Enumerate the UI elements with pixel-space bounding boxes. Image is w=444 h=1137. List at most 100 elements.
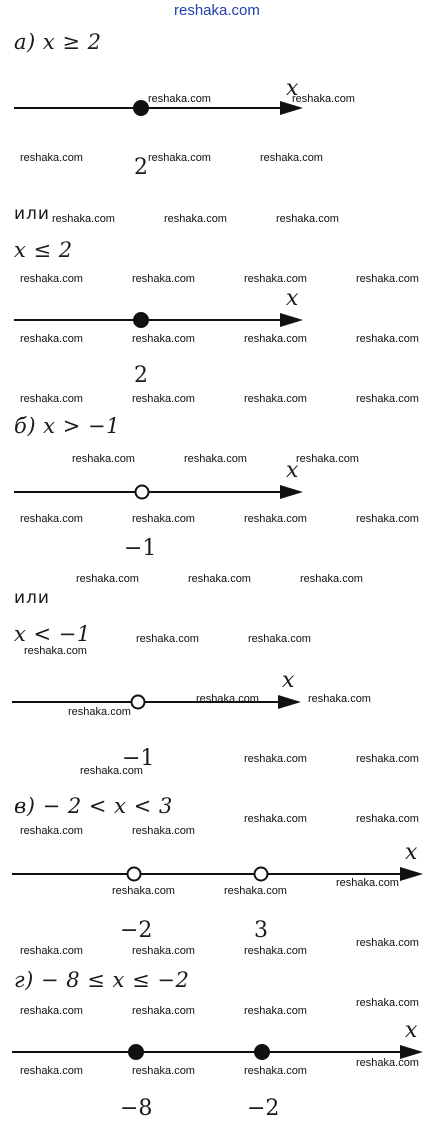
watermark: reshaka.com bbox=[244, 1005, 307, 1017]
watermark: reshaka.com bbox=[336, 877, 399, 889]
watermark: reshaka.com bbox=[132, 1065, 195, 1077]
number-line-b-alt bbox=[12, 694, 301, 710]
site-title[interactable]: reshaka.com bbox=[174, 2, 260, 19]
point-marker-filled bbox=[128, 1044, 144, 1060]
point-marker-filled bbox=[133, 100, 149, 116]
part-b-heading: б) x > −1 bbox=[14, 414, 120, 438]
watermark: reshaka.com bbox=[24, 645, 87, 657]
watermark: reshaka.com bbox=[132, 945, 195, 957]
watermark: reshaka.com bbox=[356, 513, 419, 525]
axis-arrow bbox=[280, 313, 303, 327]
or-label: или bbox=[14, 204, 50, 224]
part-v-heading: в) − 2 < x < 3 bbox=[14, 794, 173, 818]
part-b-alt-heading: x < −1 bbox=[14, 622, 91, 646]
watermark: reshaka.com bbox=[356, 1057, 419, 1069]
point-marker-open bbox=[253, 866, 269, 882]
watermark: reshaka.com bbox=[20, 1065, 83, 1077]
watermark: reshaka.com bbox=[196, 693, 259, 705]
axis-arrow bbox=[280, 485, 303, 499]
point-label: −2 bbox=[247, 1096, 280, 1121]
watermark: reshaka.com bbox=[356, 997, 419, 1009]
number-line-a bbox=[14, 100, 303, 116]
part-a-alt-heading: x ≤ 2 bbox=[14, 238, 73, 262]
watermark: reshaka.com bbox=[244, 333, 307, 345]
axis-variable-label: x bbox=[286, 286, 299, 311]
watermark: reshaka.com bbox=[244, 945, 307, 957]
watermark: reshaka.com bbox=[356, 753, 419, 765]
part-g-heading: г) − 8 ≤ x ≤ −2 bbox=[14, 968, 190, 992]
watermark: reshaka.com bbox=[112, 885, 175, 897]
watermark: reshaka.com bbox=[300, 573, 363, 585]
watermark: reshaka.com bbox=[244, 753, 307, 765]
or-label: или bbox=[14, 588, 50, 608]
watermark: reshaka.com bbox=[136, 633, 199, 645]
watermark: reshaka.com bbox=[276, 213, 339, 225]
watermark: reshaka.com bbox=[132, 513, 195, 525]
part-a-heading: а) x ≥ 2 bbox=[14, 30, 102, 54]
watermark: reshaka.com bbox=[132, 393, 195, 405]
watermark: reshaka.com bbox=[260, 152, 323, 164]
point-label: 2 bbox=[134, 155, 148, 180]
watermark: reshaka.com bbox=[20, 825, 83, 837]
watermark: reshaka.com bbox=[292, 93, 355, 105]
watermark: reshaka.com bbox=[148, 93, 211, 105]
watermark: reshaka.com bbox=[356, 393, 419, 405]
watermark: reshaka.com bbox=[20, 393, 83, 405]
watermark: reshaka.com bbox=[248, 633, 311, 645]
watermark: reshaka.com bbox=[244, 513, 307, 525]
watermark: reshaka.com bbox=[20, 945, 83, 957]
point-label: −8 bbox=[120, 1096, 153, 1121]
watermark: reshaka.com bbox=[164, 213, 227, 225]
watermark: reshaka.com bbox=[20, 1005, 83, 1017]
axis-arrow bbox=[278, 695, 301, 709]
watermark: reshaka.com bbox=[72, 453, 135, 465]
watermark: reshaka.com bbox=[244, 813, 307, 825]
watermark: reshaka.com bbox=[244, 273, 307, 285]
watermark: reshaka.com bbox=[356, 273, 419, 285]
watermark: reshaka.com bbox=[308, 693, 371, 705]
watermark: reshaka.com bbox=[20, 152, 83, 164]
watermark: reshaka.com bbox=[132, 1005, 195, 1017]
watermark: reshaka.com bbox=[20, 513, 83, 525]
point-marker-filled bbox=[254, 1044, 270, 1060]
axis-variable-label: x bbox=[282, 668, 295, 693]
point-label: −1 bbox=[122, 746, 155, 771]
axis-variable-label: x bbox=[286, 458, 299, 483]
watermark: reshaka.com bbox=[356, 333, 419, 345]
watermark: reshaka.com bbox=[224, 885, 287, 897]
point-marker-open bbox=[130, 694, 146, 710]
point-label: 3 bbox=[254, 918, 268, 943]
point-label: 2 bbox=[134, 363, 148, 388]
point-label: −2 bbox=[120, 918, 153, 943]
watermark: reshaka.com bbox=[20, 333, 83, 345]
point-marker-filled bbox=[133, 312, 149, 328]
axis-arrow bbox=[280, 101, 303, 115]
axis-variable-label: x bbox=[405, 840, 418, 865]
axis-arrow bbox=[400, 1045, 423, 1059]
axis-arrow bbox=[400, 867, 423, 881]
number-line-a-alt bbox=[14, 312, 303, 328]
watermark: reshaka.com bbox=[80, 765, 143, 777]
point-label: −1 bbox=[124, 536, 157, 561]
point-marker-open bbox=[126, 866, 142, 882]
watermark: reshaka.com bbox=[76, 573, 139, 585]
watermark: reshaka.com bbox=[148, 152, 211, 164]
watermark: reshaka.com bbox=[244, 393, 307, 405]
axis-variable-label: x bbox=[286, 76, 299, 101]
number-line-g bbox=[12, 1044, 423, 1060]
number-line-v bbox=[12, 866, 423, 882]
watermark: reshaka.com bbox=[356, 813, 419, 825]
watermark: reshaka.com bbox=[68, 706, 131, 718]
watermark: reshaka.com bbox=[244, 1065, 307, 1077]
watermark: reshaka.com bbox=[132, 825, 195, 837]
watermark: reshaka.com bbox=[132, 273, 195, 285]
watermark: reshaka.com bbox=[132, 333, 195, 345]
axis-variable-label: x bbox=[405, 1018, 418, 1043]
number-line-b bbox=[14, 484, 303, 500]
watermark: reshaka.com bbox=[188, 573, 251, 585]
watermark: reshaka.com bbox=[184, 453, 247, 465]
watermark: reshaka.com bbox=[296, 453, 359, 465]
point-marker-open bbox=[134, 484, 150, 500]
watermark: reshaka.com bbox=[52, 213, 115, 225]
watermark: reshaka.com bbox=[356, 937, 419, 949]
